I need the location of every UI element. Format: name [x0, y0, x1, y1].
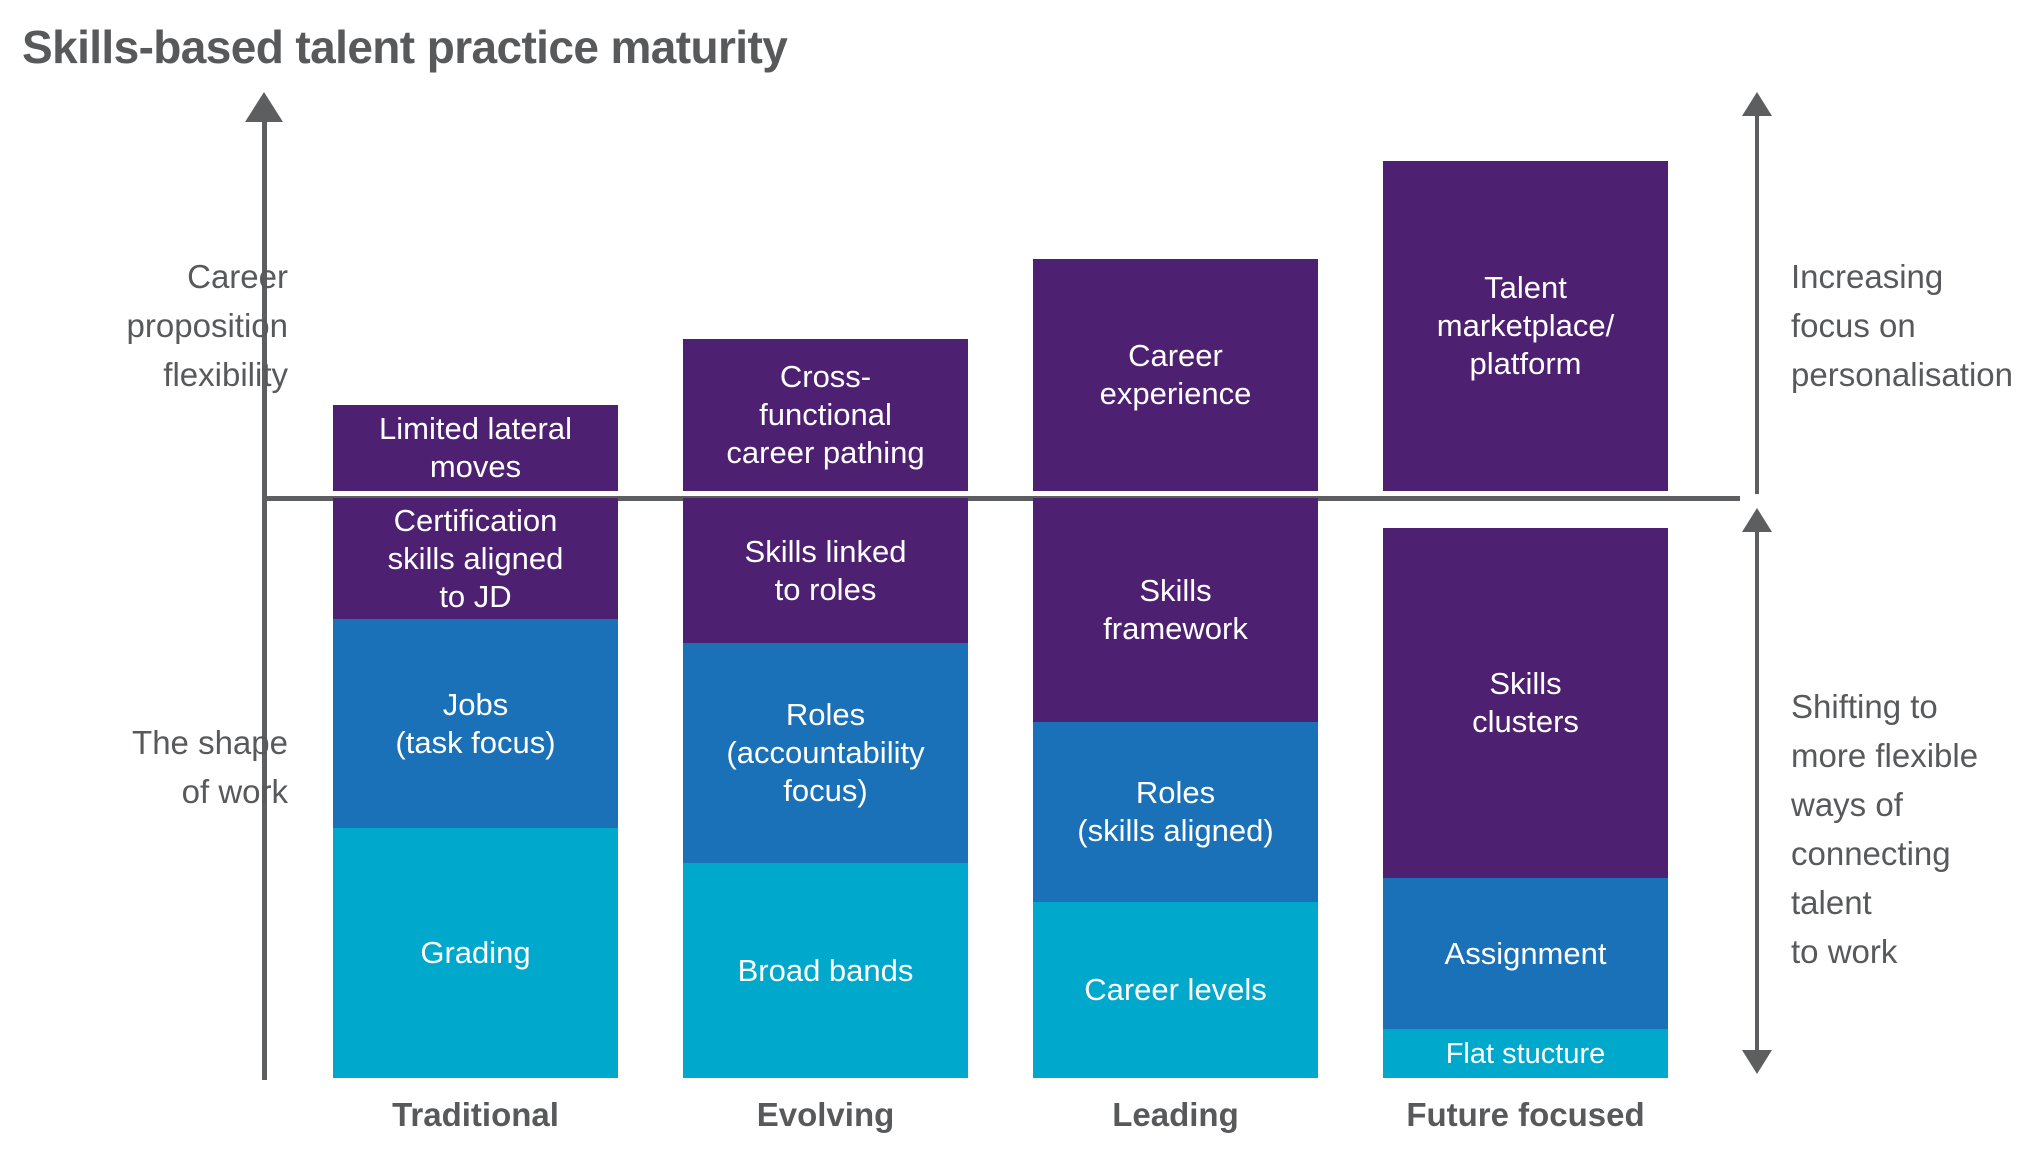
annotation-arrow-shaft-top: [1755, 114, 1759, 494]
annotation-arrow-shaft-bottom: [1755, 530, 1759, 1050]
bar-segment-grading[interactable]: Grading: [333, 828, 618, 1078]
annotation-line-2: focus on: [1791, 307, 1916, 344]
annotation-arrow-up-icon-bottom: [1742, 508, 1772, 532]
bar-segment-roles-skills-aligned[interactable]: Roles(skills aligned): [1033, 722, 1318, 902]
annotation-arrow-up-icon-top: [1742, 92, 1772, 116]
category-label-evolving: Evolving: [756, 1096, 895, 1133]
y-axis-label-career-proposition-flexibility: Career proposition flexibility: [38, 252, 288, 399]
annotation-line-2: more flexible: [1791, 737, 1979, 774]
bar-segment-label: Flat stucture: [1445, 1037, 1606, 1070]
annotation-line-1: Shifting to: [1791, 688, 1938, 725]
y-axis-label-line-2: of work: [181, 773, 288, 810]
bar-segment-label: Career levels: [1084, 972, 1267, 1007]
annotation-increasing-focus-on-personalisation: Increasing focus on personalisation: [1791, 252, 2031, 399]
y-axis-label-the-shape-of-work: The shape of work: [38, 718, 288, 816]
y-axis-label-line-3: flexibility: [163, 356, 288, 393]
annotation-line-3: personalisation: [1791, 356, 2013, 393]
bar-segment-label: Jobs(task focus): [395, 686, 556, 760]
annotation-shifting-to-more-flexible-ways: Shifting to more flexible ways of connec…: [1791, 682, 2031, 976]
y-axis-label-line-1: The shape: [132, 724, 288, 761]
page-title: Skills-based talent practice maturity: [22, 21, 788, 73]
bar-segment-broad-bands[interactable]: Broad bands: [683, 863, 968, 1078]
category-label-future-focused: Future focused: [1406, 1096, 1645, 1133]
annotation-line-6: to work: [1791, 933, 1898, 970]
bar-segment-label: Grading: [420, 935, 531, 970]
bar-segment-label: Roles(skills aligned): [1077, 775, 1274, 848]
annotation-line-3: ways of: [1791, 786, 1903, 823]
bar-segment-career-levels[interactable]: Career levels: [1033, 902, 1318, 1078]
panel-divider-line: [262, 496, 1740, 501]
annotation-line-1: Increasing: [1791, 258, 1944, 295]
annotation-arrow-down-icon-bottom: [1742, 1050, 1772, 1074]
category-label-traditional: Traditional: [392, 1096, 559, 1133]
y-axis-arrowhead-icon: [245, 92, 283, 122]
annotation-line-5: talent: [1791, 884, 1872, 921]
y-axis-label-line-1: Career: [187, 258, 288, 295]
bar-segment-label: Assignment: [1444, 935, 1607, 971]
y-axis-line: [262, 118, 267, 1080]
y-axis-label-line-2: proposition: [126, 307, 288, 344]
bar-segment-label: Broad bands: [737, 952, 914, 988]
annotation-line-4: connecting: [1791, 835, 1951, 872]
bar-segment-assignment[interactable]: Assignment: [1383, 878, 1668, 1029]
bar-segment-flat-stucture[interactable]: Flat stucture: [1383, 1029, 1668, 1078]
bar-segment-jobs-task-focus[interactable]: Jobs(task focus): [333, 619, 618, 828]
category-label-leading: Leading: [1112, 1096, 1239, 1133]
